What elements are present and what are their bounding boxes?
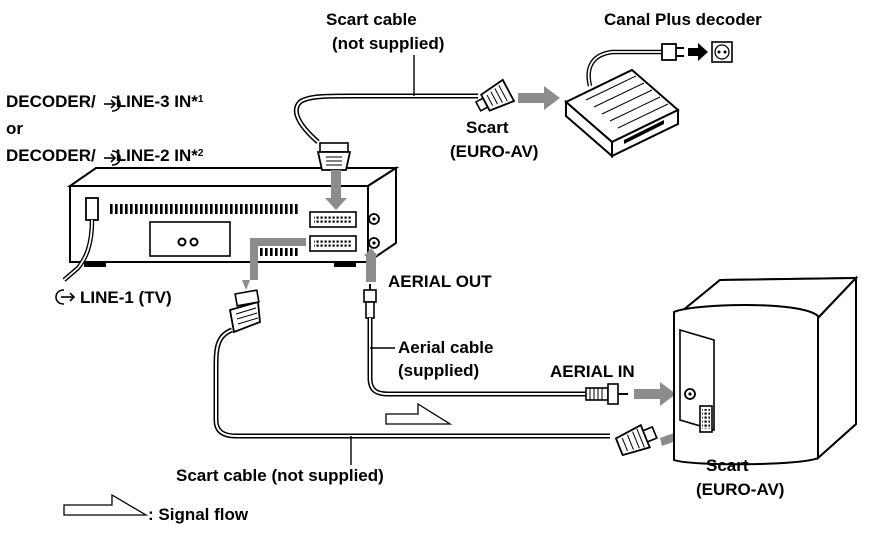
- power-plug: [661, 43, 684, 61]
- television: [673, 275, 859, 466]
- scart-plug-vcr-decoder: [316, 142, 352, 171]
- connect-arrow-decoder: [518, 86, 560, 110]
- scart-plug-tv: [614, 423, 658, 457]
- label-scart-cable-top-line1: Scart cable: [326, 10, 417, 29]
- output-arrow-icon: [55, 289, 76, 305]
- label-aerial-cable-supplied: (supplied): [398, 361, 480, 380]
- label-decoder-line3-note: 1: [197, 94, 204, 105]
- label-decoder-line3-prefix: DECODER/: [6, 92, 96, 111]
- connect-arrow-tv-aerial: [634, 382, 676, 406]
- signal-flow-arrow-main: [385, 402, 453, 425]
- scart-plug-decoder: [474, 78, 516, 112]
- label-decoder-line3-in: DECODER/LINE-3 IN*1: [6, 92, 203, 112]
- label-line1-tv: LINE-1 (TV): [80, 288, 172, 307]
- scart-plug-vcr-line1: [228, 289, 261, 334]
- signal-flow-legend-arrow: [63, 493, 149, 516]
- label-decoder-line3-suffix: LINE-3 IN*: [115, 92, 198, 111]
- label-canal-plus-decoder: Canal Plus decoder: [604, 10, 762, 29]
- label-scart-bottom-euroav: (EURO-AV): [696, 480, 785, 499]
- label-scart-top-euroav: (EURO-AV): [450, 142, 539, 161]
- label-decoder-line2-suffix: LINE-2 IN*: [115, 146, 198, 165]
- label-signal-flow: : Signal flow: [148, 505, 249, 524]
- input-arrow-icon: [104, 96, 121, 112]
- label-scart-cable-top-line2: (not supplied): [332, 34, 445, 53]
- canal-plus-decoder: [564, 41, 733, 159]
- label-or: or: [6, 119, 23, 138]
- label-decoder-line2-in: DECODER/LINE-2 IN*2: [6, 146, 203, 166]
- label-aerial-cable: Aerial cable: [398, 338, 494, 357]
- label-scart-cable-bottom: Scart cable (not supplied): [176, 466, 384, 485]
- scart-cable-bottom: [213, 238, 658, 465]
- label-scart-bottom: Scart: [706, 456, 749, 475]
- aerial-cable: [363, 248, 628, 405]
- aerial-plug-tv: [585, 383, 628, 405]
- scart-cable-top: [293, 55, 516, 171]
- wall-socket: [711, 41, 733, 63]
- input-arrow-icon-2: [104, 150, 121, 166]
- label-aerial-out: AERIAL OUT: [388, 272, 492, 291]
- vcr: [66, 166, 400, 267]
- label-scart-top: Scart: [466, 118, 509, 137]
- vcr-vent-grille: [110, 204, 300, 214]
- label-decoder-line2-note: 2: [197, 148, 204, 159]
- label-decoder-line2-prefix: DECODER/: [6, 146, 96, 165]
- connect-arrow-vcr-decoder: [325, 170, 347, 210]
- label-aerial-in: AERIAL IN: [550, 362, 635, 381]
